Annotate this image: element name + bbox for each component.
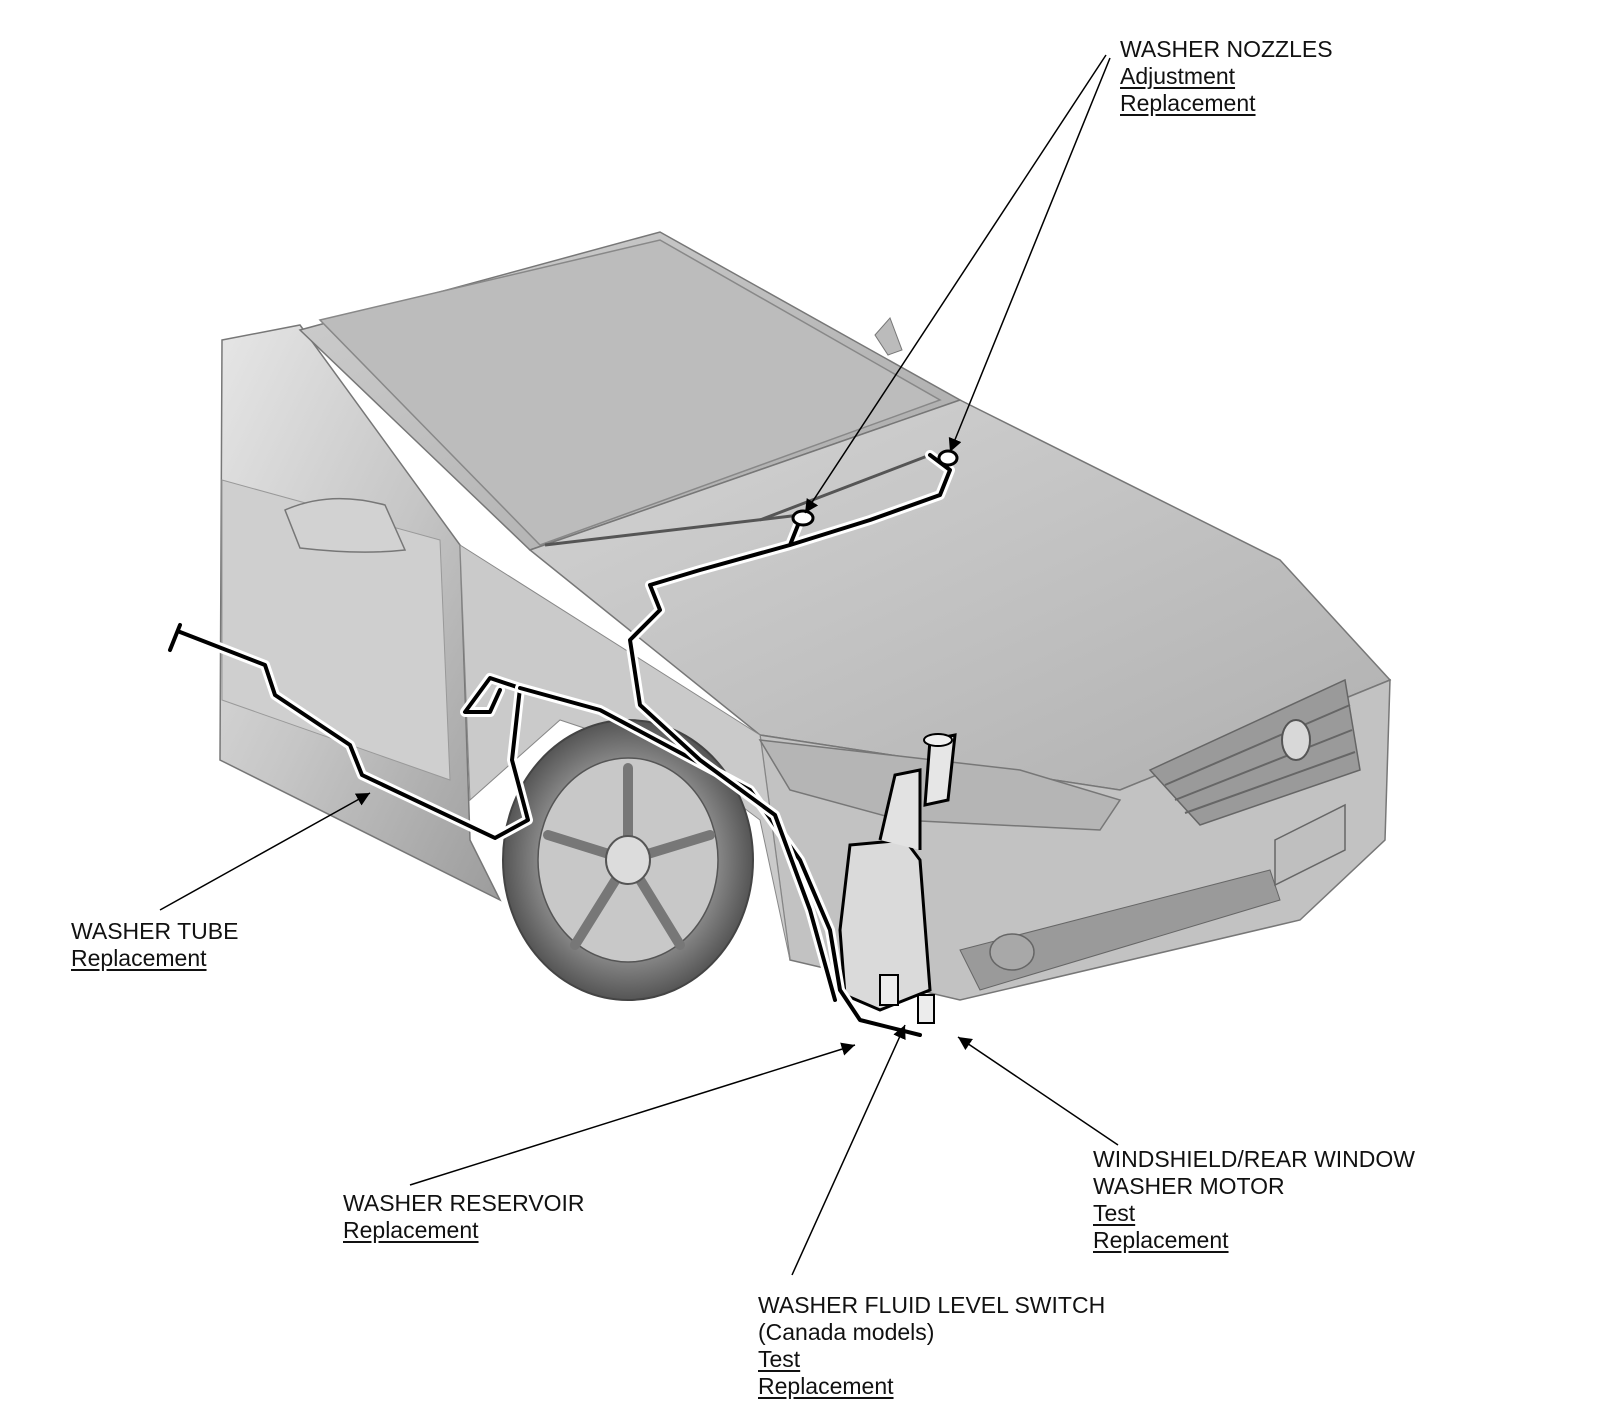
callout-washer-motor: WINDSHIELD/REAR WINDOW WASHER MOTOR Test… bbox=[1093, 1146, 1415, 1254]
leader-lines bbox=[159, 54, 1119, 1276]
callout-title-line-2: (Canada models) bbox=[758, 1319, 935, 1345]
link-tube-replacement[interactable]: Replacement bbox=[71, 945, 207, 971]
link-nozzles-adjustment[interactable]: Adjustment bbox=[1120, 63, 1236, 89]
link-motor-test[interactable]: Test bbox=[1093, 1200, 1136, 1226]
callout-title-line-1: WASHER FLUID LEVEL SWITCH bbox=[758, 1292, 1106, 1318]
callout-title: WASHER TUBE bbox=[71, 918, 239, 944]
callout-fluid-level-switch: WASHER FLUID LEVEL SWITCH (Canada models… bbox=[758, 1292, 1105, 1400]
link-switch-replacement[interactable]: Replacement bbox=[758, 1373, 894, 1399]
callout-title-line-1: WINDSHIELD/REAR WINDOW bbox=[1093, 1146, 1415, 1172]
washer-tubing bbox=[165, 449, 959, 1040]
callout-title-line-2: WASHER MOTOR bbox=[1093, 1173, 1285, 1199]
callout-washer-nozzles: WASHER NOZZLES Adjustment Replacement bbox=[1120, 36, 1333, 117]
callout-washer-tube: WASHER TUBE Replacement bbox=[71, 918, 238, 972]
callout-title: WASHER RESERVOIR bbox=[343, 1190, 585, 1216]
link-switch-test[interactable]: Test bbox=[758, 1346, 801, 1372]
callout-washer-reservoir: WASHER RESERVOIR Replacement bbox=[343, 1190, 585, 1244]
front-wheel bbox=[502, 719, 754, 1001]
washer-reservoir bbox=[838, 733, 957, 1024]
callout-title: WASHER NOZZLES bbox=[1120, 36, 1333, 62]
link-motor-replacement[interactable]: Replacement bbox=[1093, 1227, 1229, 1253]
link-reservoir-replacement[interactable]: Replacement bbox=[343, 1217, 479, 1243]
link-nozzles-replacement[interactable]: Replacement bbox=[1120, 90, 1256, 116]
